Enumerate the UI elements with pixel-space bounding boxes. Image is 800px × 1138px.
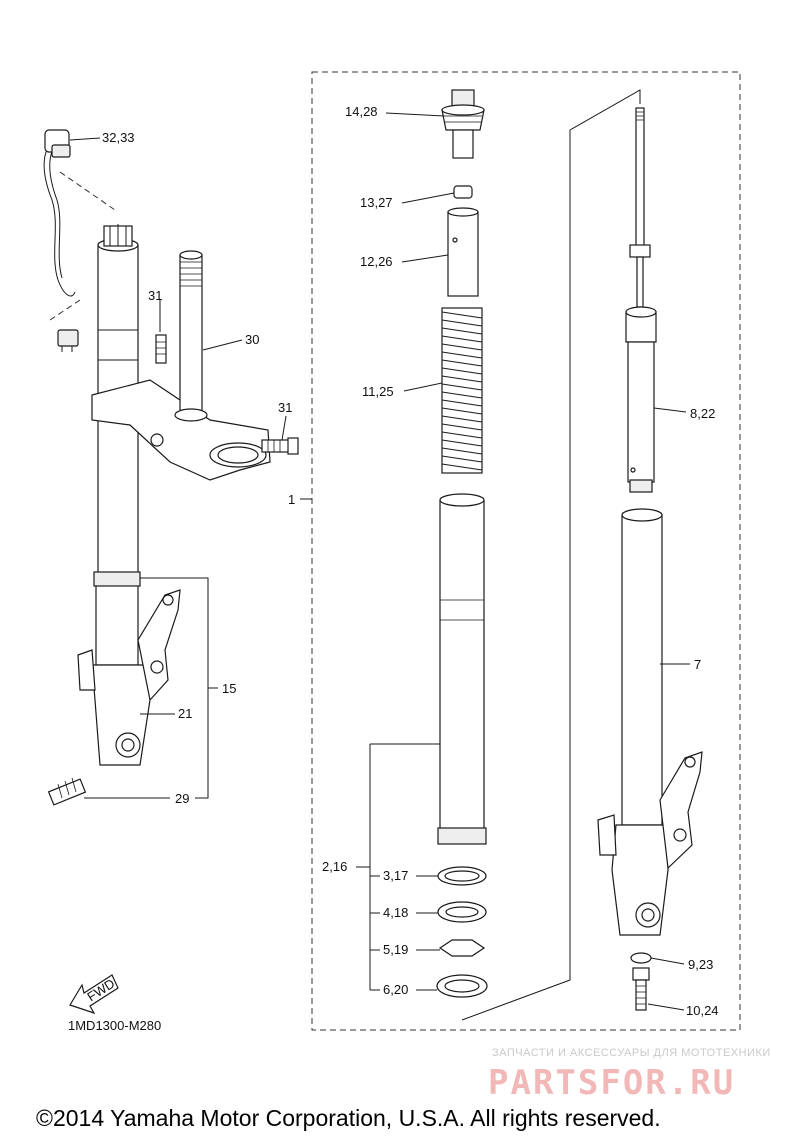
right-leader-lines bbox=[647, 407, 690, 1011]
right-parts bbox=[597, 107, 703, 1011]
label-11-25: 11,25 bbox=[362, 384, 394, 399]
label-10-24: 10,24 bbox=[686, 1003, 719, 1018]
label-30: 30 bbox=[245, 332, 259, 347]
label-32-33: 32,33 bbox=[102, 130, 135, 145]
watermark-tagline: ЗАПЧАСТИ И АКСЕССУАРЫ ДЛЯ МОТОТЕХНИКИ bbox=[492, 1047, 771, 1059]
label-8-22: 8,22 bbox=[690, 406, 715, 421]
label-5-19: 5,19 bbox=[383, 942, 408, 957]
center-parts bbox=[436, 89, 488, 998]
part-labels: 32,33 31 30 31 15 21 29 1 14,28 13,27 12… bbox=[102, 104, 719, 1018]
label-31-right: 31 bbox=[278, 400, 292, 415]
watermark-logo: PARTSFOR.RU bbox=[488, 1063, 735, 1103]
assembled-fork bbox=[43, 129, 299, 806]
assembly-boundary bbox=[311, 71, 741, 1031]
center-leader-lines bbox=[356, 89, 641, 1021]
label-1: 1 bbox=[288, 492, 295, 507]
label-31-top: 31 bbox=[148, 288, 162, 303]
label-12-26: 12,26 bbox=[360, 254, 393, 269]
label-9-23: 9,23 bbox=[688, 957, 713, 972]
label-29: 29 bbox=[175, 791, 189, 806]
label-6-20: 6,20 bbox=[383, 982, 408, 997]
label-21: 21 bbox=[178, 706, 192, 721]
label-14-28: 14,28 bbox=[345, 104, 378, 119]
label-2-16: 2,16 bbox=[322, 859, 347, 874]
label-4-18: 4,18 bbox=[383, 905, 408, 920]
left-leader-lines bbox=[69, 137, 287, 799]
fwd-arrow-icon bbox=[69, 974, 119, 1015]
label-13-27: 13,27 bbox=[360, 195, 393, 210]
copyright-notice: ©2014 Yamaha Motor Corporation, U.S.A. A… bbox=[36, 1105, 661, 1131]
diagram-code: 1MD1300-M280 bbox=[68, 1018, 161, 1033]
label-15: 15 bbox=[222, 681, 236, 696]
label-7: 7 bbox=[694, 657, 701, 672]
label-3-17: 3,17 bbox=[383, 868, 408, 883]
